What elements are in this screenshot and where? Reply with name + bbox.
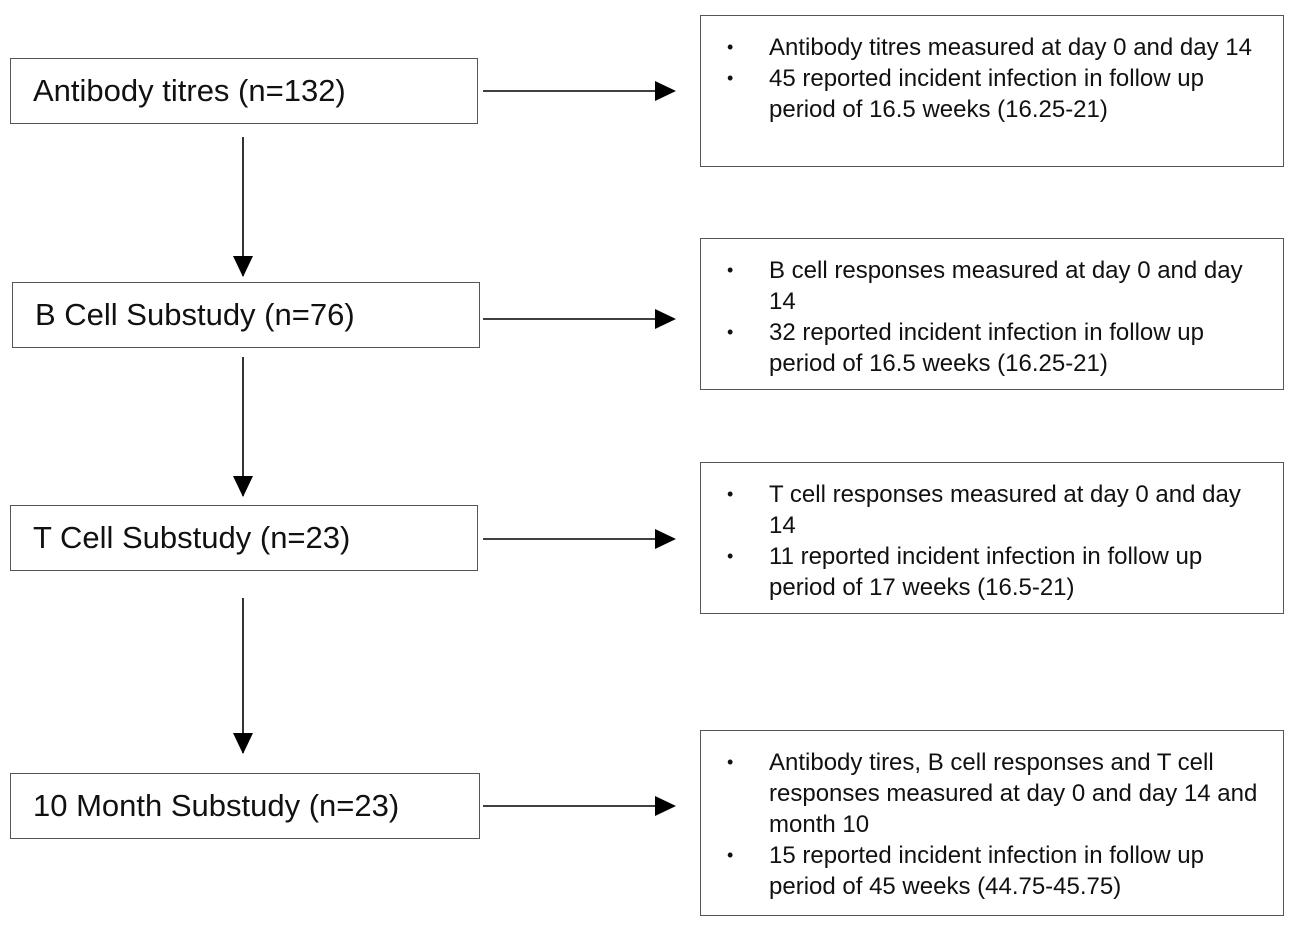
stage-box-10-month-substudy: 10 Month Substudy (n=23) — [10, 773, 480, 839]
stage-label: B Cell Substudy (n=76) — [35, 297, 355, 332]
detail-item: 32 reported incident infection in follow… — [701, 317, 1271, 379]
down-arrowhead-2 — [233, 476, 253, 497]
detail-list: B cell responses measured at day 0 and d… — [701, 255, 1271, 379]
detail-item: 15 reported incident infection in follow… — [701, 840, 1271, 902]
stage-label: Antibody titres (n=132) — [33, 73, 346, 108]
detail-list: Antibody tires, B cell responses and T c… — [701, 747, 1271, 902]
down-arrowhead-1 — [233, 256, 253, 277]
detail-box-antibody-titres: Antibody titres measured at day 0 and da… — [700, 15, 1284, 167]
detail-list: Antibody titres measured at day 0 and da… — [701, 32, 1271, 125]
detail-item: 11 reported incident infection in follow… — [701, 541, 1271, 603]
stage-box-b-cell-substudy: B Cell Substudy (n=76) — [12, 282, 480, 348]
detail-list: T cell responses measured at day 0 and d… — [701, 479, 1271, 603]
stage-label: T Cell Substudy (n=23) — [33, 520, 351, 555]
detail-item: B cell responses measured at day 0 and d… — [701, 255, 1271, 317]
detail-box-10-month-substudy: Antibody tires, B cell responses and T c… — [700, 730, 1284, 916]
right-arrowhead-4 — [655, 796, 676, 816]
stage-box-antibody-titres: Antibody titres (n=132) — [10, 58, 478, 124]
detail-box-b-cell-substudy: B cell responses measured at day 0 and d… — [700, 238, 1284, 390]
detail-box-t-cell-substudy: T cell responses measured at day 0 and d… — [700, 462, 1284, 614]
detail-item: Antibody titres measured at day 0 and da… — [701, 32, 1271, 63]
down-arrowhead-3 — [233, 733, 253, 754]
stage-label: 10 Month Substudy (n=23) — [33, 788, 400, 823]
detail-item: T cell responses measured at day 0 and d… — [701, 479, 1271, 541]
stage-box-t-cell-substudy: T Cell Substudy (n=23) — [10, 505, 478, 571]
detail-item: 45 reported incident infection in follow… — [701, 63, 1271, 125]
right-arrowhead-3 — [655, 529, 676, 549]
detail-item: Antibody tires, B cell responses and T c… — [701, 747, 1271, 840]
right-arrowhead-1 — [655, 81, 676, 101]
right-arrowhead-2 — [655, 309, 676, 329]
